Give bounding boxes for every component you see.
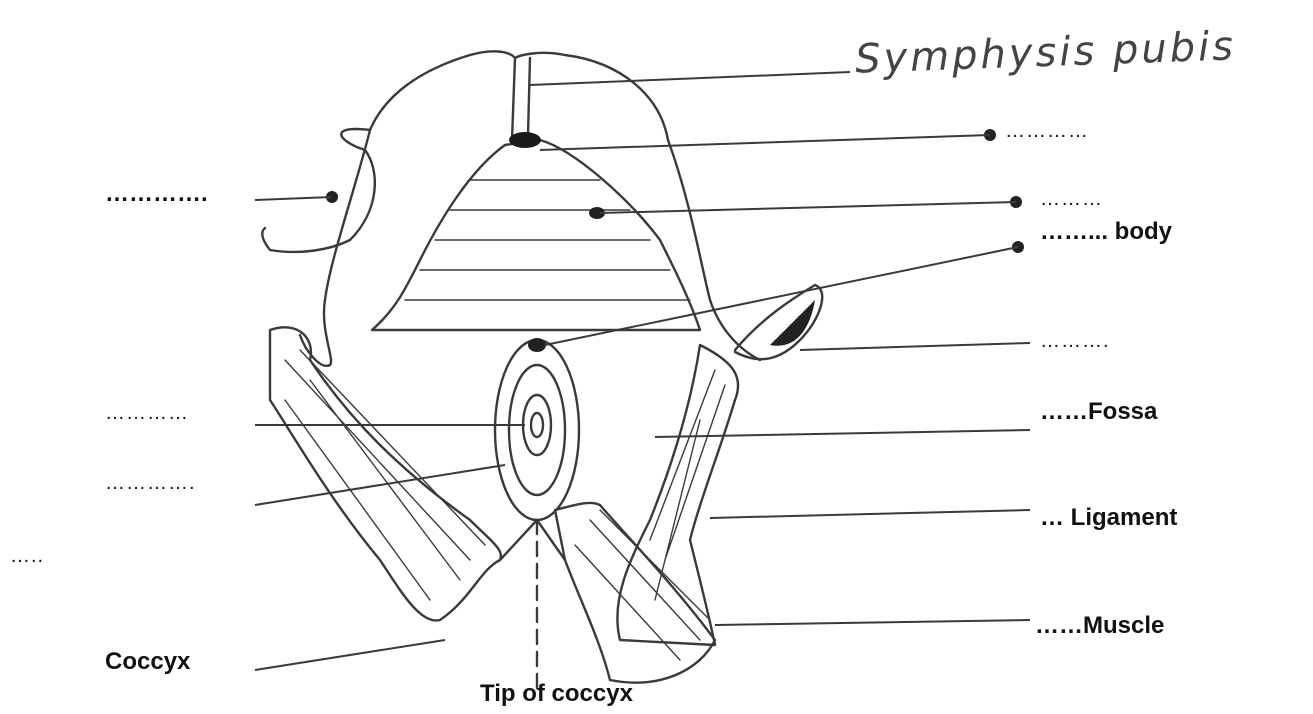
label-coccyx: Coccyx <box>105 648 190 676</box>
label-right-1: ………… <box>1005 120 1089 143</box>
label-right-fossa: ……Fossa <box>1040 398 1157 426</box>
right-gluteus <box>555 503 715 683</box>
label-right-muscle: ……Muscle <box>1035 612 1164 640</box>
label-right-body: ……... body <box>1040 218 1172 246</box>
symphysis-left-edge <box>512 58 515 140</box>
urogenital-triangle <box>372 140 700 330</box>
label-left-1: …………. <box>105 180 208 208</box>
label-left-2: ………… <box>105 402 189 425</box>
label-tip-of-coccyx: Tip of coccyx <box>480 680 633 708</box>
coccyx-tip <box>500 520 565 560</box>
right-ligament <box>617 345 738 645</box>
anal-canal-inner <box>523 395 551 455</box>
left-ramus <box>262 129 375 252</box>
label-right-2: ……… <box>1040 188 1103 211</box>
symphysis-right-edge <box>528 58 530 135</box>
left-ligament <box>270 327 501 620</box>
anal-canal-outer <box>495 340 579 520</box>
label-left-4: ….. <box>10 545 44 568</box>
label-left-3: …………. <box>105 472 196 495</box>
left-ramus-lower <box>300 130 370 366</box>
label-right-ligament: … Ligament <box>1040 504 1177 532</box>
pubic-arch-outline <box>370 51 760 360</box>
anal-opening <box>531 413 543 437</box>
label-right-4: ………. <box>1040 330 1110 353</box>
anal-canal-mid <box>509 365 565 495</box>
